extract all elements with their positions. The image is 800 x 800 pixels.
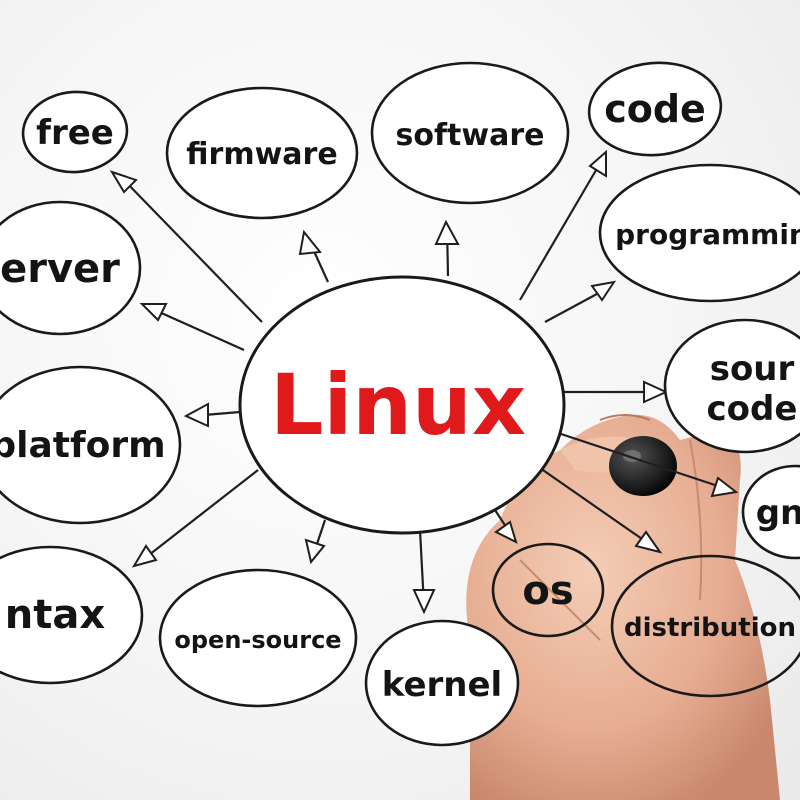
node-source-code: sour code — [663, 318, 800, 454]
node-server: erver — [0, 200, 142, 336]
node-programming-label: programmin — [615, 218, 800, 251]
node-platform: platform — [0, 365, 182, 525]
node-distribution: distribution — [610, 554, 800, 698]
node-open-source-label: open-source — [174, 626, 341, 654]
node-free-label: free — [36, 113, 114, 153]
marker-cap — [609, 436, 677, 496]
node-distribution-label: distribution — [624, 613, 796, 643]
center-node: Linux — [238, 275, 566, 535]
node-programming: programmin — [598, 163, 800, 303]
arrows — [109, 149, 739, 615]
node-platform-label: platform — [0, 425, 166, 466]
node-firmware-label: firmware — [186, 137, 337, 172]
node-code-label: code — [604, 87, 706, 131]
node-server-label: erver — [0, 246, 120, 292]
node-gnu: gn — [741, 464, 800, 560]
node-os: os — [491, 542, 605, 638]
node-code: code — [587, 61, 723, 157]
node-gnu-label: gn — [756, 493, 800, 533]
node-free: free — [21, 90, 129, 174]
node-os-label: os — [522, 568, 573, 614]
center-title: Linux — [270, 356, 526, 454]
node-syntax-label: ntax — [5, 592, 106, 638]
node-software-label: software — [396, 118, 545, 153]
node-source-code-label-2: code — [707, 389, 798, 429]
node-kernel: kernel — [364, 619, 520, 747]
node-syntax: ntax — [0, 545, 144, 685]
node-firmware: firmware — [165, 86, 359, 220]
node-kernel-label: kernel — [382, 665, 502, 705]
node-software: software — [370, 61, 570, 205]
node-open-source: open-source — [158, 568, 358, 708]
node-source-code-label-1: sour — [710, 349, 795, 389]
